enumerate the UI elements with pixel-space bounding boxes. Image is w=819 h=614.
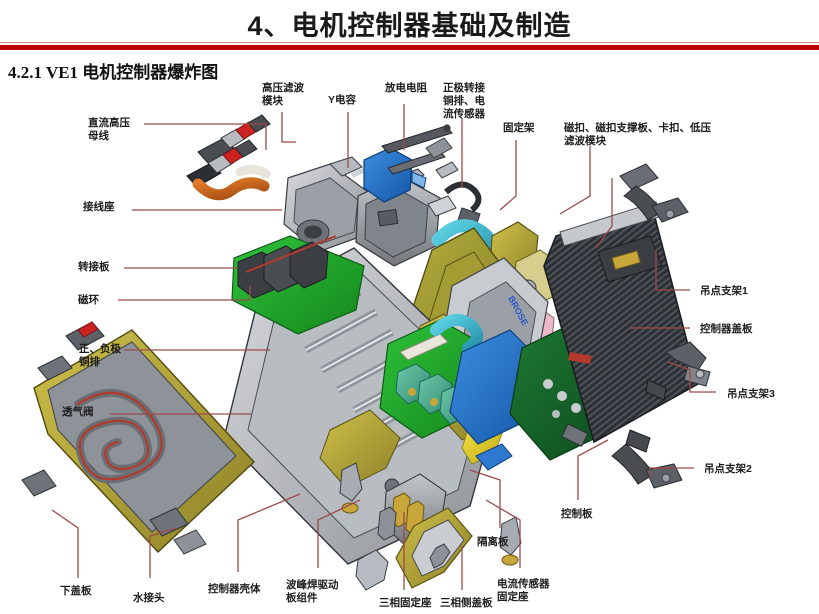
part-positive-busbar-current-sensor (425, 137, 482, 227)
label-lifting-bracket-3: 吊点支架3 (727, 388, 775, 400)
label-discharge-resistor: 放电电阻 (385, 82, 427, 94)
label-magnet-clip-group: 磁扣、磁扣支撑板、卡扣、低压 滤波模块 (564, 122, 711, 148)
label-magnetic-ring: 磁环 (78, 294, 99, 306)
part-current-sensor-holder (355, 549, 389, 591)
label-hv-filter-module: 高压滤波 模块 (262, 82, 304, 108)
label-positive-busbar-sensor: 正极转接 铜排、电 流传感器 (443, 82, 485, 121)
label-vent-valve: 透气阀 (62, 406, 94, 418)
label-controller-housing: 控制器壳体 (208, 583, 261, 595)
part-dc-hv-busbar (186, 114, 271, 201)
label-pos-neg-busbar: 正、负极 铜排 (79, 343, 121, 369)
label-controller-cover: 控制器盖板 (700, 323, 753, 335)
label-lifting-bracket-2: 吊点支架2 (704, 463, 752, 475)
label-terminal-block: 接线座 (83, 201, 115, 213)
part-terminal-block (283, 156, 382, 253)
title-divider (0, 45, 819, 50)
label-three-phase-cover: 三相侧盖板 (440, 597, 493, 609)
part-y-capacitor (363, 147, 427, 203)
part-lower-cover-plate (21, 321, 255, 555)
part-wave-solder-driver-board (231, 235, 365, 335)
part-lifting-bracket-2 (611, 443, 683, 489)
label-fixing-bracket: 固定架 (503, 122, 535, 134)
label-dc-hv-busbar: 直流高压 母线 (88, 117, 130, 143)
label-lower-cover-plate: 下盖板 (60, 585, 92, 597)
title-rule-highlight (0, 42, 819, 43)
part-three-phase-side-cover (395, 507, 473, 589)
label-control-board: 控制板 (561, 508, 593, 520)
label-lifting-bracket-1: 吊点支架1 (700, 285, 748, 297)
page-title: 4、电机控制器基础及制造 (247, 11, 572, 41)
label-current-sensor-holder: 电流传感器 固定座 (497, 578, 550, 604)
section-subtitle: 4.2.1 VE1 电机控制器爆炸图 (8, 63, 219, 82)
label-isolation-plate: 隔离板 (477, 536, 509, 548)
label-wave-solder-driver: 波峰焊驱动 板组件 (286, 579, 339, 605)
part-discharge-resistor (381, 124, 453, 175)
label-y-capacitor: Y电容 (328, 94, 357, 106)
label-three-phase-holder: 三相固定座 (379, 597, 432, 609)
label-water-connector: 水接头 (133, 592, 165, 604)
label-adapter-plate: 转接板 (78, 261, 110, 273)
part-lifting-bracket-1 (619, 163, 689, 223)
